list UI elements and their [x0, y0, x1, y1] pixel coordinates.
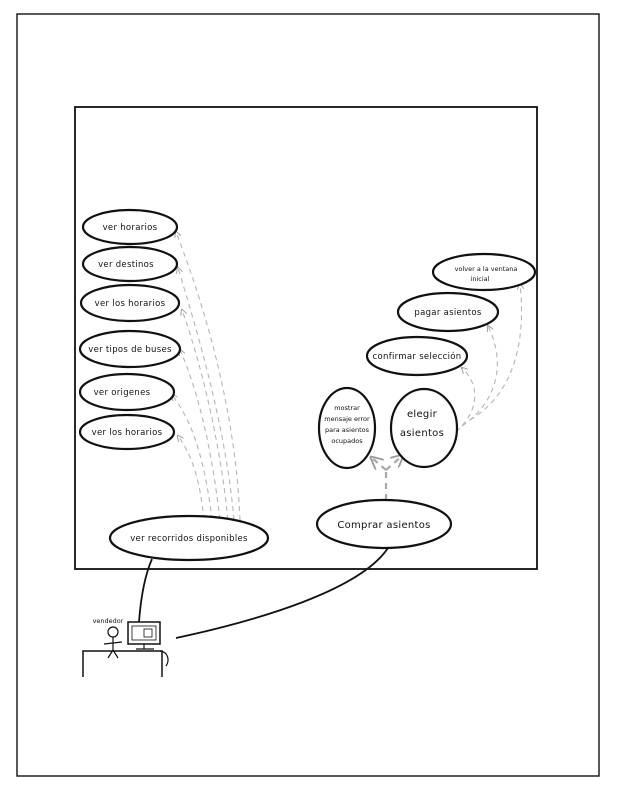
use-case-label: ver los horarios	[95, 299, 166, 309]
use-case-ver-destinos: ver destinos	[81, 245, 179, 283]
page-frame	[16, 13, 600, 777]
association-comprar	[175, 547, 389, 639]
use-case-label: ver recorridos disponibles	[130, 534, 248, 544]
system-boundary	[74, 106, 538, 570]
use-case-ver-horarios: ver horarios	[81, 208, 179, 246]
use-case-label: ver destinos	[98, 260, 154, 270]
use-case-ver-los-horarios-2: ver los horarios	[78, 413, 176, 451]
use-case-label-line: elegir	[407, 409, 438, 420]
use-case-ver-tipos-de-buses: ver tipos de buses	[78, 329, 182, 369]
use-case-label-line: para asientos	[325, 426, 370, 434]
use-case-label: Comprar asientos	[337, 520, 430, 531]
actor-label: vendedor	[93, 617, 124, 625]
use-case-label-line: volver a la ventana	[455, 265, 518, 273]
use-case-label: ver origenes	[94, 388, 151, 398]
right-dependencies	[372, 284, 522, 500]
use-case-label-line: mostrar	[334, 404, 360, 412]
use-case-label: confirmar selección	[373, 351, 462, 362]
left-dependencies	[172, 232, 241, 521]
actor-vendedor: vendedor	[82, 617, 169, 677]
use-case-comprar-asientos: Comprar asientos	[315, 498, 453, 550]
desk-icon	[82, 650, 163, 677]
use-case-ver-origenes: ver origenes	[78, 372, 176, 412]
use-case-volver-ventana-inicial: volver a la ventana inicial	[431, 252, 537, 292]
use-case-label: pagar asientos	[414, 308, 481, 318]
use-case-label-line: asientos	[400, 428, 444, 439]
association-ver-recorridos	[138, 558, 153, 623]
use-case-label-line: inicial	[471, 275, 490, 283]
use-case-label-line: ocupados	[331, 437, 363, 445]
use-case-label: ver tipos de buses	[88, 345, 172, 355]
use-case-elegir-asientos: elegir asientos	[389, 387, 459, 469]
use-case-label-line: mensaje error	[324, 415, 370, 423]
use-case-pagar-asientos: pagar asientos	[396, 291, 500, 333]
use-case-label: ver horarios	[103, 223, 158, 233]
use-case-ver-recorridos-disponibles: ver recorridos disponibles	[108, 514, 270, 562]
use-case-ver-los-horarios: ver los horarios	[79, 283, 181, 323]
use-case-mostrar-mensaje-error: mostrar mensaje error para asientos ocup…	[317, 386, 377, 470]
use-case-confirmar-seleccion: confirmar selección	[365, 335, 469, 377]
use-case-label: ver los horarios	[92, 428, 163, 438]
